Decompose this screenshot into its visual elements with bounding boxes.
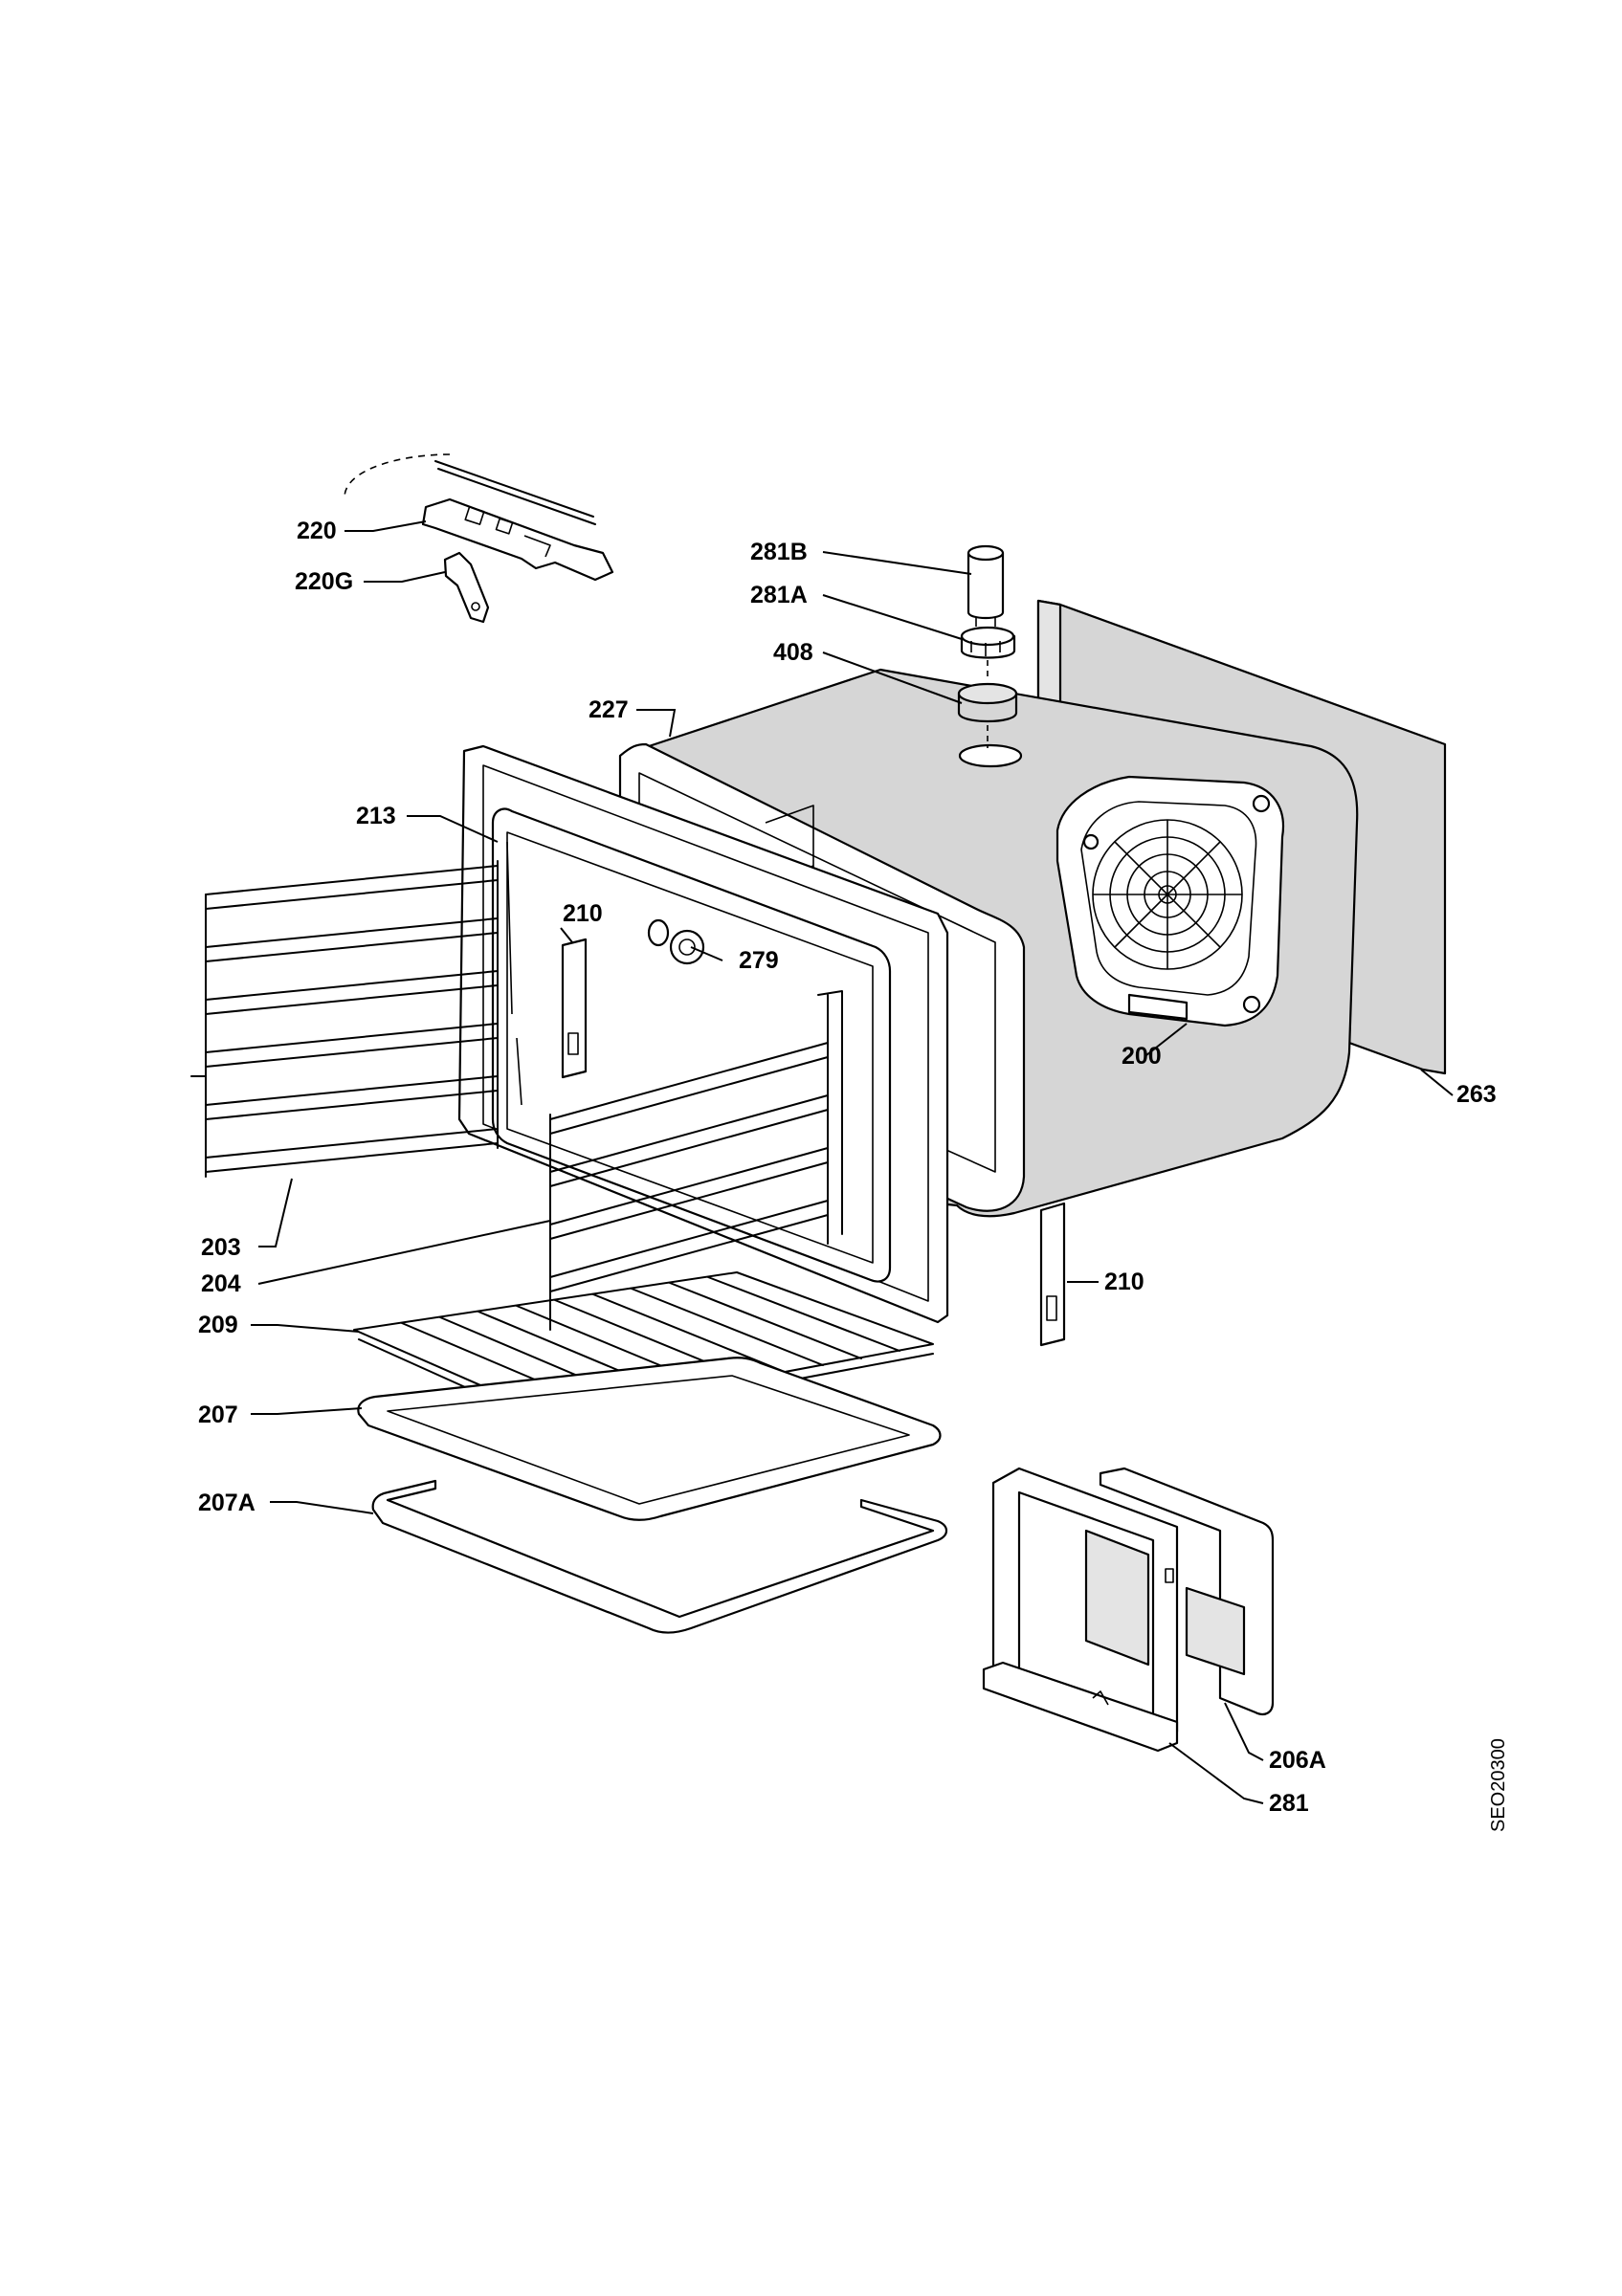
label-200: 200 <box>1122 1043 1162 1070</box>
label-227: 227 <box>589 696 629 723</box>
label-281A: 281A <box>750 582 808 608</box>
label-408: 408 <box>773 639 813 666</box>
part-206A-heating-element <box>1084 1467 1275 1716</box>
label-206A: 206A <box>1269 1747 1326 1774</box>
label-207: 207 <box>198 1402 238 1428</box>
label-281: 281 <box>1269 1790 1309 1817</box>
label-263: 263 <box>1456 1081 1497 1108</box>
part-210-guide-outer <box>1039 1202 1066 1347</box>
label-213: 213 <box>356 803 396 829</box>
part-210-guide-inner <box>561 938 588 1079</box>
label-220G: 220G <box>295 568 353 595</box>
part-200-fan-cover <box>1055 775 1285 1027</box>
part-281B-lamp-cover <box>967 544 1005 627</box>
label-210-inner: 210 <box>563 900 603 927</box>
part-207-baking-tray <box>357 1357 942 1521</box>
part-203-left-shelf-support <box>190 860 499 1178</box>
label-279: 279 <box>739 947 779 974</box>
leader-lines <box>251 520 1454 1804</box>
part-220G-clip <box>443 551 490 624</box>
label-209: 209 <box>198 1312 238 1338</box>
part-220-bracket <box>344 453 614 582</box>
part-279-lamp-socket <box>647 918 705 965</box>
part-207A-tray-liner <box>371 1479 948 1634</box>
label-207A: 207A <box>198 1490 256 1516</box>
part-281A-lamp-holder <box>960 626 1016 681</box>
part-209-wire-shelf <box>353 1271 934 1426</box>
label-281B: 281B <box>750 539 808 565</box>
label-210-outer: 210 <box>1104 1269 1144 1295</box>
part-labels: 220 220G 281B 281A 408 227 213 210 279 2… <box>198 518 1509 1832</box>
part-281-element-frame <box>982 1467 1179 1753</box>
part-204-right-shelf-support <box>549 990 843 1331</box>
label-220: 220 <box>297 518 337 544</box>
label-203: 203 <box>201 1234 241 1261</box>
part-408-lamp-glass <box>957 682 1018 748</box>
label-204: 204 <box>201 1270 241 1297</box>
diagram-code: SEO20300 <box>1488 1738 1509 1832</box>
